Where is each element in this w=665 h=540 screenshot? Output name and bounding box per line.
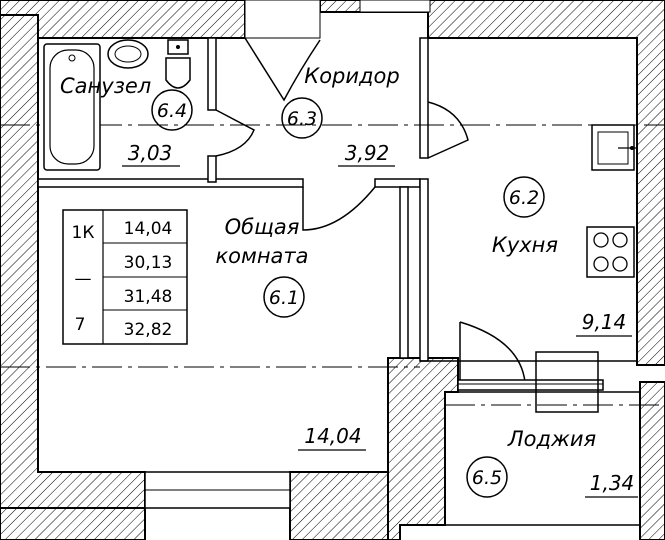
bathroom-door (215, 109, 255, 157)
bathroom-number: 6.4 (157, 100, 187, 122)
partitions (37, 37, 429, 362)
bathroom-area: 3,03 (128, 141, 173, 165)
living-room-name-line1: Общая (225, 215, 300, 239)
balcony-door (459, 321, 526, 383)
entrance-door (244, 37, 321, 102)
loggia-number-circle (466, 456, 508, 498)
apartment-type: 1К (72, 223, 95, 243)
kitchen-door (427, 101, 469, 159)
table-separator: — (75, 269, 92, 289)
kitchen-number: 6.2 (509, 187, 539, 209)
living-area-value: 14,04 (124, 219, 173, 239)
floor-number: 7 (75, 315, 86, 335)
bathroom-number-circle (151, 89, 193, 131)
wall-bottom-left (0, 507, 146, 540)
kitchen-window-sash (535, 351, 599, 413)
windows (144, 0, 604, 509)
corridor-number: 6.3 (287, 108, 317, 130)
living-room-door (302, 186, 376, 231)
stove (586, 226, 635, 278)
loggia-number: 6.5 (472, 467, 502, 489)
corridor-area: 3,92 (345, 141, 390, 165)
wall-loggia-column (387, 357, 459, 540)
bathroom-door-jamb (207, 155, 217, 183)
living-right-partition (399, 186, 409, 359)
kitchen-area: 9,14 (582, 310, 627, 334)
living-room-name-line2: комната (215, 244, 308, 268)
top-right-opening (359, 0, 431, 13)
kitchen-number-circle (503, 176, 545, 218)
summary-table: 1К — 7 14,04 30,13 31,48 32,82 (62, 209, 188, 345)
doors (215, 37, 526, 383)
total-area-coef-value: 31,48 (124, 287, 173, 307)
kitchen-left-partition (419, 37, 429, 159)
living-corridor-partition (374, 178, 421, 188)
wall-bottom-mid (289, 471, 389, 540)
kitchen-sink (591, 124, 636, 171)
living-room-number: 6.1 (269, 287, 299, 309)
kitchen-left-partition-lower (419, 178, 429, 362)
corridor-number-circle (281, 97, 323, 139)
corridor-name: Коридор (304, 64, 399, 88)
loggia-area: 1,34 (590, 471, 635, 495)
bathroom-bottom-partition (37, 178, 304, 188)
bathroom-name: Санузел (60, 74, 151, 98)
living-room-area: 14,04 (304, 424, 361, 448)
toilet (165, 39, 191, 89)
kitchen-name: Кухня (492, 233, 558, 257)
top-left-opening (244, 0, 321, 39)
wall-top-right (319, 0, 665, 366)
total-area-balcony-value: 32,82 (124, 320, 173, 340)
living-room-number-circle (263, 276, 305, 318)
dash-lines (0, 124, 665, 406)
room-labels: Санузел 6.4 3,03 Коридор 6.3 3,92 6.2 Ку… (60, 64, 638, 498)
kitchen-window-frame (457, 379, 604, 391)
wall-right-lower (639, 381, 665, 540)
total-area-value: 30,13 (124, 253, 173, 273)
loggia-name: Лоджия (507, 427, 596, 451)
bathroom-sink (107, 39, 149, 69)
bathroom-right-partition (207, 37, 217, 111)
bathtub (43, 43, 101, 171)
interior-outlines (37, 38, 640, 526)
fixtures (43, 39, 636, 278)
